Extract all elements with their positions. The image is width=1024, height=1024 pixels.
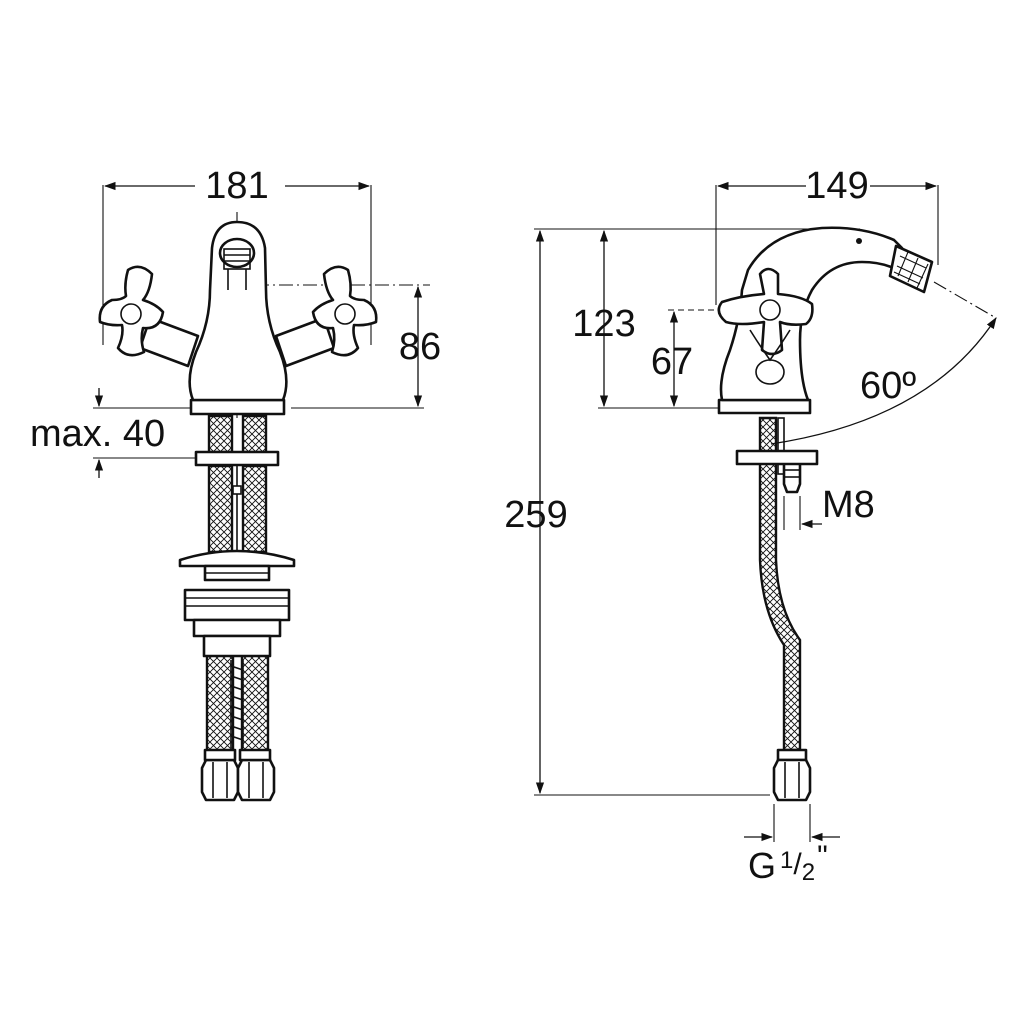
label-total-height: 259 xyxy=(504,494,567,536)
front-hose-nuts xyxy=(200,748,276,802)
side-aerator xyxy=(888,244,934,294)
front-base-plate xyxy=(189,398,286,416)
side-spout-pivot xyxy=(856,238,862,244)
front-left-cross-handle xyxy=(98,265,165,357)
dim-rod-thread: M8 xyxy=(783,484,875,530)
dim-height-spout: 123 xyxy=(572,229,718,409)
label-width-side: 149 xyxy=(805,165,868,207)
side-base-plate xyxy=(717,398,812,415)
side-supply-hose xyxy=(758,416,802,752)
dim-height-handle-side: 67 xyxy=(651,309,760,408)
front-right-cross-handle xyxy=(311,265,378,357)
front-faucet-body xyxy=(188,220,288,402)
side-hose-nut xyxy=(772,748,812,802)
front-popup-waste xyxy=(178,549,296,658)
front-left-arm xyxy=(138,316,200,368)
label-height-spout: 123 xyxy=(572,303,635,345)
front-view: 181 xyxy=(30,165,441,802)
label-hose-thread-num: 1 xyxy=(780,847,793,874)
label-height-handle-side: 67 xyxy=(651,341,693,383)
label-hose-thread-prefix: G xyxy=(748,845,776,886)
label-max-deck: max. 40 xyxy=(30,413,165,455)
label-height-handle: 86 xyxy=(399,326,441,368)
label-hose-thread-den: 2 xyxy=(802,859,815,886)
side-cross-handle xyxy=(717,267,814,385)
dim-width-front: 181 xyxy=(102,165,372,345)
front-right-arm xyxy=(274,316,336,368)
side-mounting-washer xyxy=(735,449,819,466)
label-width-front: 181 xyxy=(205,165,268,207)
dim-width-side: 149 xyxy=(715,165,939,305)
front-mounting-washer xyxy=(194,450,280,467)
dim-height-handle: 86 xyxy=(291,285,441,409)
front-spout-outlet xyxy=(218,237,256,290)
label-hose-thread-slash: / xyxy=(793,848,802,881)
front-supply-hoses xyxy=(205,414,270,758)
swivel-angle-indicator: 60º xyxy=(770,281,997,445)
label-hose-thread-suffix: " xyxy=(817,840,828,873)
side-view: 149 259 123 67 xyxy=(504,165,997,886)
dim-max-deck: max. 40 xyxy=(30,388,195,478)
label-rod-thread: M8 xyxy=(822,484,875,526)
label-swivel-angle: 60º xyxy=(860,365,916,407)
